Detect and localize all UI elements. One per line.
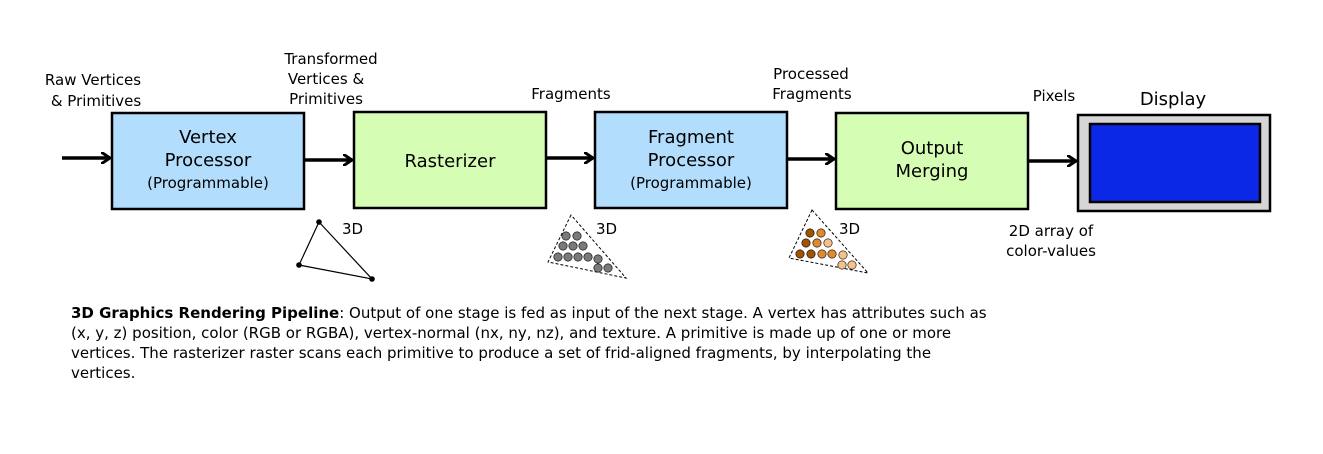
- raw-vertices-line-1: Raw Vertices: [45, 71, 141, 89]
- raw-vertices-line-2: & Primitives: [51, 92, 142, 110]
- fragments-label: Fragments: [531, 85, 611, 103]
- display-screen: [1088, 122, 1262, 204]
- color-values-line-1: 2D array of: [1009, 222, 1094, 240]
- colored-fragments-icon: [788, 209, 870, 274]
- caption-text: : Output of one stage is fed as input of…: [71, 304, 987, 382]
- vertex-processor-title-1: Vertex: [179, 127, 237, 148]
- rasterizer-title: Rasterizer: [405, 151, 497, 172]
- display-screen-icon: [1076, 113, 1272, 213]
- transformed-vertices-label: Transformed Vertices & Primitives: [283, 50, 377, 108]
- color-values-line-2: color-values: [1006, 242, 1096, 260]
- fragment-processor-subtitle: (Programmable): [630, 174, 752, 192]
- gray-fragments-icon: [547, 214, 628, 279]
- output-merging-title-1: Output: [901, 138, 964, 159]
- vertex-processor-stage: Vertex Processor (Programmable): [110, 111, 306, 211]
- transformed-vertices-line-3: Primitives: [289, 90, 363, 108]
- tag-3d-vertices: 3D: [342, 220, 363, 238]
- processed-fragments-label: Processed Fragments: [772, 65, 852, 103]
- output-merging-box: [834, 111, 1030, 211]
- output-merging-stage: Output Merging: [834, 111, 1030, 211]
- processed-fragments-line-2: Fragments: [772, 85, 852, 103]
- tag-3d-fragments: 3D: [596, 220, 617, 238]
- triangle-vertices-icon: [296, 219, 375, 282]
- fragment-processor-title-2: Processor: [648, 150, 735, 171]
- fragment-processor-box: [593, 110, 789, 210]
- rasterizer-box: [352, 110, 548, 210]
- color-values-label: 2D array of color-values: [1006, 222, 1096, 260]
- rasterizer-stage: Rasterizer: [352, 110, 548, 210]
- vertex-processor-box: [110, 111, 306, 211]
- vertex-processor-subtitle: (Programmable): [147, 174, 269, 192]
- fragment-processor-title-1: Fragment: [648, 127, 734, 148]
- raw-vertices-label: Raw Vertices & Primitives: [45, 71, 141, 110]
- fragment-processor-stage: Fragment Processor (Programmable): [593, 110, 789, 210]
- processed-fragments-line-1: Processed: [773, 65, 849, 83]
- pixels-label: Pixels: [1033, 87, 1076, 105]
- vertex-processor-title-2: Processor: [165, 150, 252, 171]
- transformed-vertices-line-2: Vertices &: [288, 70, 365, 88]
- tag-3d-processed: 3D: [839, 220, 860, 238]
- caption-title: 3D Graphics Rendering Pipeline: [71, 304, 340, 322]
- caption: 3D Graphics Rendering Pipeline: Output o…: [71, 303, 991, 383]
- display-title: Display: [1140, 89, 1207, 110]
- transformed-vertices-line-1: Transformed: [283, 50, 377, 68]
- output-merging-title-2: Merging: [896, 161, 969, 182]
